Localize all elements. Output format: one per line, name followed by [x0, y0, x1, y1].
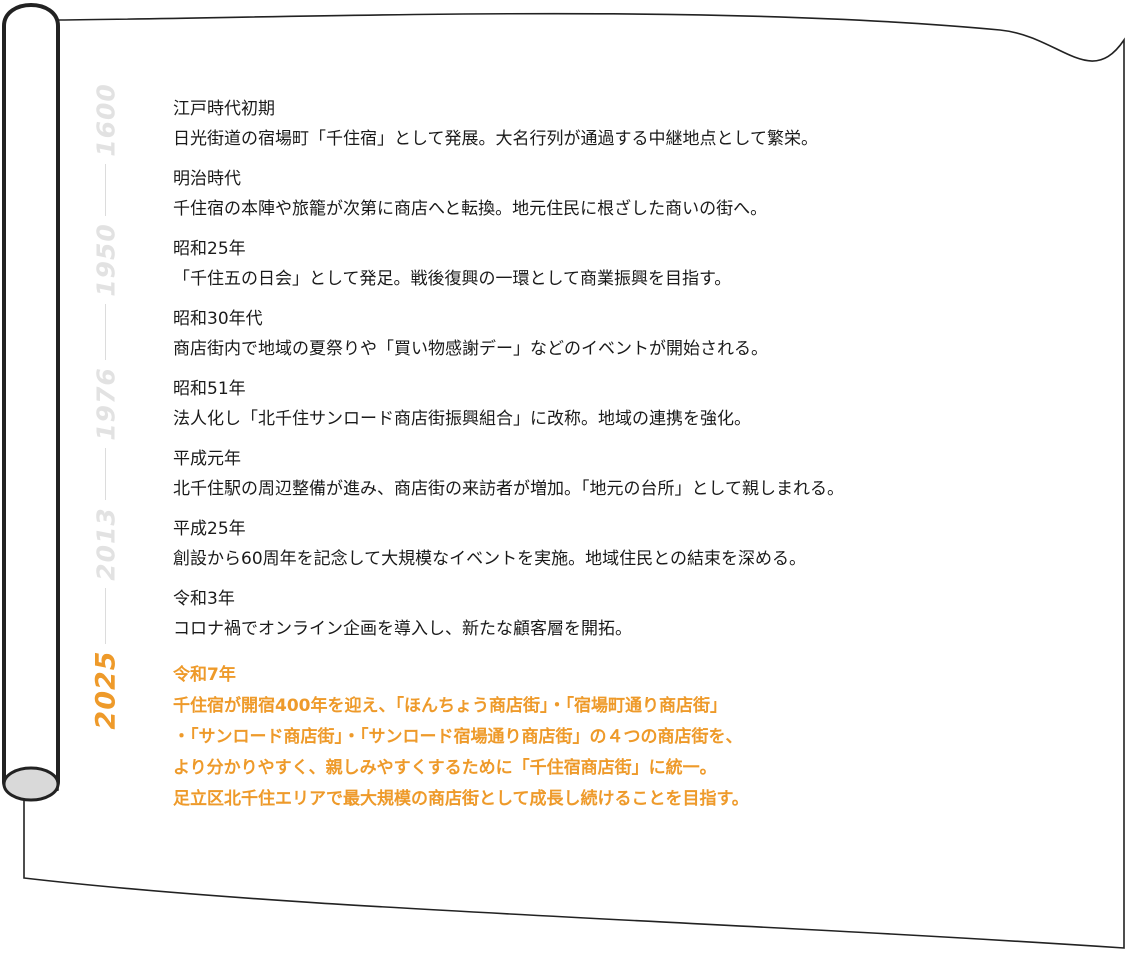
timeline-description: 創設から60周年を記念して大規模なイベントを実施。地域住民との結束を深める。 — [173, 549, 806, 569]
timeline-description: 千住宿の本陣や旅籠が次第に商店へと転換。地元住民に根ざした商いの街へ。 — [173, 199, 768, 219]
year-label-1950: 1950 — [91, 223, 121, 297]
year-connector — [105, 164, 106, 216]
year-connector — [105, 588, 106, 644]
year-label-1600: 1600 — [91, 83, 121, 157]
timeline-era: 昭和25年 — [173, 239, 246, 259]
timeline-description: 北千住駅の周辺整備が進み、商店街の来訪者が増加。「地元の台所」として親しまれる。 — [173, 479, 844, 499]
timeline-entry-meiji: 明治時代 千住宿の本陣や旅籠が次第に商店へと転換。地元住民に根ざした商いの街へ。 — [173, 164, 1073, 224]
timeline-description: 日光街道の宿場町「千住宿」として発展。大名行列が通過する中継地点として繁栄。 — [173, 129, 818, 149]
year-connector — [105, 304, 106, 360]
timeline-era: 明治時代 — [173, 169, 241, 189]
year-connector — [105, 448, 106, 500]
timeline-description-line: 千住宿が開宿400年を迎え、「ほんちょう商店街」・「宿場町通り商店街」 — [173, 696, 727, 716]
timeline-entry-edo: 江戸時代初期 日光街道の宿場町「千住宿」として発展。大名行列が通過する中継地点と… — [173, 94, 1073, 154]
timeline-era: 令和3年 — [173, 589, 235, 609]
timeline-description: 商店街内で地域の夏祭りや「買い物感謝デー」などのイベントが開始される。 — [173, 339, 768, 359]
timeline-era: 昭和51年 — [173, 379, 246, 399]
timeline-entry-showa-25: 昭和25年 「千住五の日会」として発足。戦後復興の一環として商業振興を目指す。 — [173, 234, 1073, 294]
timeline-entry-showa-51: 昭和51年 法人化し「北千住サンロード商店街振興組合」に改称。地域の連携を強化。 — [173, 374, 1073, 434]
scroll-roll — [2, 3, 60, 798]
timeline-description: 法人化し「北千住サンロード商店街振興組合」に改称。地域の連携を強化。 — [173, 409, 751, 429]
timeline-era: 昭和30年代 — [173, 309, 263, 329]
year-label-1976: 1976 — [91, 367, 121, 441]
timeline-entry-heisei-25: 平成25年 創設から60周年を記念して大規模なイベントを実施。地域住民との結束を… — [173, 514, 1073, 574]
timeline-era: 平成25年 — [173, 519, 246, 539]
timeline-description: コロナ禍でオンライン企画を導入し、新たな顧客層を開拓。 — [173, 619, 632, 639]
year-axis: 1600 1950 1976 2013 2025 — [84, 83, 128, 744]
year-label-2013: 2013 — [91, 507, 121, 581]
timeline-era: 平成元年 — [173, 449, 241, 469]
timeline-entry-showa-30s: 昭和30年代 商店街内で地域の夏祭りや「買い物感謝デー」などのイベントが開始され… — [173, 304, 1073, 364]
timeline-era: 江戸時代初期 — [173, 99, 275, 119]
timeline-description-line: ・「サンロード商店街」・「サンロード宿場通り商店街」の４つの商店街を、 — [173, 727, 743, 747]
timeline-entry-heisei-1: 平成元年 北千住駅の周辺整備が進み、商店街の来訪者が増加。「地元の台所」として親… — [173, 444, 1073, 504]
year-label-2025: 2025 — [90, 650, 122, 730]
scroll-roll-end — [2, 766, 60, 802]
timeline-description: 「千住五の日会」として発足。戦後復興の一環として商業振興を目指す。 — [173, 269, 732, 289]
timeline-entry-reiwa-7-current: 令和7年 千住宿が開宿400年を迎え、「ほんちょう商店街」・「宿場町通り商店街」… — [173, 660, 1073, 815]
scroll-paper — [23, 12, 1125, 949]
history-timeline: 江戸時代初期 日光街道の宿場町「千住宿」として発展。大名行列が通過する中継地点と… — [173, 94, 1073, 825]
timeline-era-current: 令和7年 — [173, 665, 236, 685]
timeline-description-line: 足立区北千住エリアで最大規模の商店街として成長し続けることを目指す。 — [173, 789, 749, 809]
timeline-entry-reiwa-3: 令和3年 コロナ禍でオンライン企画を導入し、新たな顧客層を開拓。 — [173, 584, 1073, 644]
timeline-description-line: より分かりやすく、親しみやすくするために「千住宿商店街」に統一。 — [173, 758, 717, 778]
